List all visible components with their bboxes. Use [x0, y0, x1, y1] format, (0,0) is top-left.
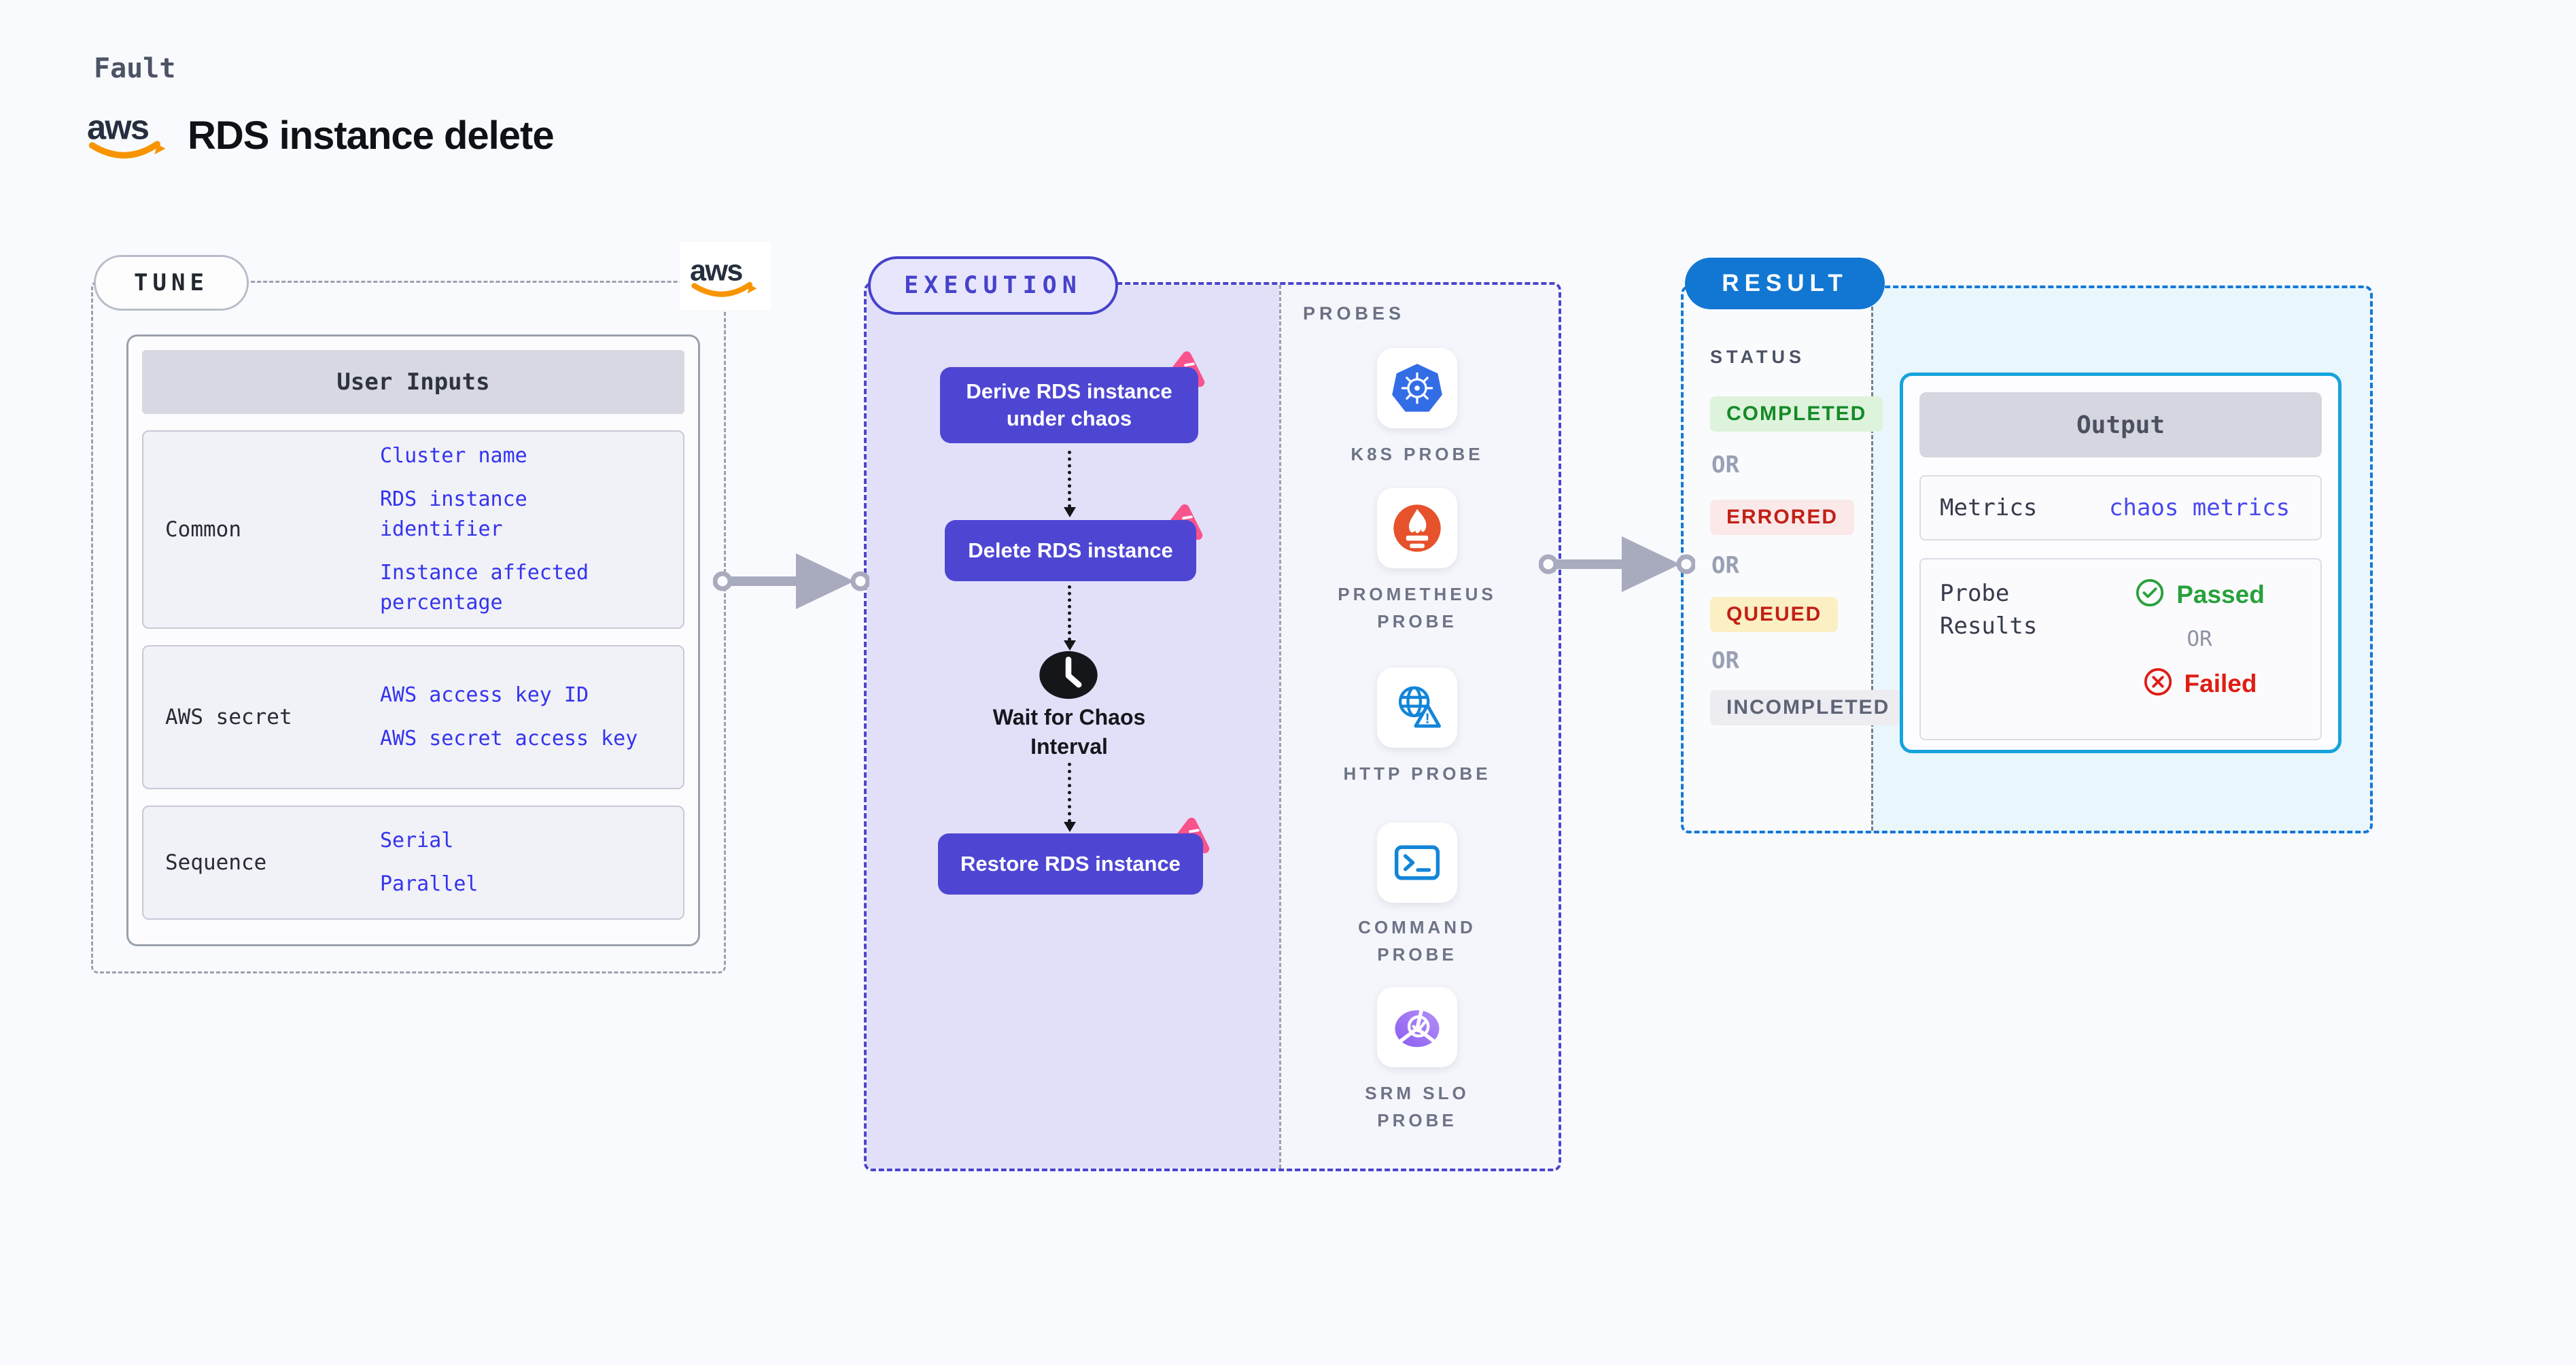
passed-label: Passed [2176, 580, 2265, 608]
output-table: Output Metrics chaos metrics Probe Resul… [1900, 373, 2342, 753]
metrics-row: Metrics chaos metrics [1919, 475, 2322, 540]
aws-logo-small-icon: aws [680, 242, 771, 310]
step-restore-rds-instance: Restore RDS instance [938, 817, 1210, 895]
probe-results-row: Probe Results Passed OR [1919, 558, 2322, 740]
row-items: Cluster name RDS instance identifier Ins… [380, 441, 640, 618]
metrics-value: chaos metrics [2108, 494, 2291, 521]
table-row-aws-secret: AWS secret AWS access key ID AWS secret … [142, 645, 684, 789]
probes-title: PROBES [1303, 303, 1406, 324]
step-delete-rds-instance: Delete RDS instance [945, 504, 1203, 581]
input-item: AWS access key ID [380, 683, 589, 707]
flow-connector-icon [1064, 763, 1076, 832]
result-badge: RESULT [1685, 258, 1885, 309]
passed-check-icon [2134, 577, 2165, 612]
http-probe-icon: ! [1377, 668, 1457, 748]
row-label: AWS secret [165, 705, 292, 729]
aws-logo-icon: aws [87, 107, 170, 164]
execution-badge: EXECUTION [868, 256, 1118, 315]
flow-arrow-icon [1539, 536, 1695, 592]
execution-probes-divider [1279, 285, 1281, 1169]
input-item: AWS secret access key [380, 727, 638, 750]
clock-icon [1037, 650, 1100, 704]
probe-label: K8S PROBE [1351, 444, 1484, 464]
status-title: STATUS [1710, 347, 1805, 367]
row-label: Sequence [165, 850, 267, 875]
flow-arrow-icon [713, 553, 869, 609]
probe-label: SRM SLO PROBE [1365, 1083, 1469, 1130]
command-probe-icon [1377, 823, 1457, 903]
output-header: Output [1919, 392, 2322, 457]
input-item: RDS instance identifier [380, 487, 527, 541]
svg-text:aws: aws [690, 254, 742, 287]
page-title: RDS instance delete [188, 114, 555, 158]
step-label: Restore RDS instance [938, 833, 1203, 895]
row-label: Common [165, 517, 241, 542]
svg-text:aws: aws [87, 108, 149, 147]
status-badge-incompleted: INCOMPLETED [1710, 690, 1907, 725]
input-item: Cluster name [380, 444, 527, 468]
probe-label: PROMETHEUS PROBE [1338, 584, 1497, 632]
step-derive-rds-instance: Derive RDS instance under chaos [940, 351, 1205, 443]
row-items: Serial Parallel [380, 826, 640, 899]
status-output-divider [1871, 288, 1873, 831]
input-item: Serial [380, 829, 454, 852]
status-badge-queued: QUEUED [1710, 597, 1839, 632]
row-items: AWS access key ID AWS secret access key [380, 680, 640, 754]
status-column [1684, 288, 1871, 831]
title-row: aws RDS instance delete [87, 107, 555, 164]
failed-label: Failed [2184, 669, 2257, 697]
input-item: Instance affected percentage [380, 561, 589, 615]
flow-connector-icon [1064, 451, 1076, 517]
failed-line: Failed [2142, 666, 2257, 701]
step-label: Derive RDS instance under chaos [940, 367, 1198, 443]
probe-label: COMMAND PROBE [1358, 917, 1476, 965]
flow-connector-icon [1064, 585, 1076, 651]
tune-section-box [91, 281, 726, 973]
probe-results-label: Probe Results [1940, 580, 2038, 640]
svg-text:!: ! [1425, 710, 1430, 727]
metrics-label: Metrics [1940, 494, 2038, 521]
probe-results-values: Passed OR Failed [2098, 577, 2301, 739]
status-badge-completed: COMPLETED [1710, 396, 1883, 432]
fault-category-label: Fault [94, 53, 176, 84]
tune-badge: TUNE [94, 255, 249, 311]
k8s-probe-icon [1377, 348, 1457, 428]
probe-label: HTTP PROBE [1343, 763, 1491, 784]
failed-x-icon [2142, 666, 2174, 701]
or-separator: OR [2187, 627, 2212, 651]
or-separator: OR [1711, 451, 1739, 479]
input-item: Parallel [380, 872, 478, 896]
or-separator: OR [1711, 552, 1739, 579]
step-wait-for-chaos-interval: Wait for Chaos Interval [992, 705, 1146, 759]
user-inputs-table: User Inputs Common Cluster name RDS inst… [126, 334, 700, 946]
table-row-common: Common Cluster name RDS instance identif… [142, 430, 684, 629]
passed-line: Passed [2134, 577, 2265, 612]
prometheus-probe-icon [1377, 488, 1457, 568]
table-row-sequence: Sequence Serial Parallel [142, 806, 684, 920]
srm-slo-probe-icon [1377, 987, 1457, 1067]
status-badge-errored: ERRORED [1710, 500, 1855, 535]
or-separator: OR [1711, 647, 1739, 674]
step-label: Delete RDS instance [945, 520, 1196, 581]
user-inputs-header: User Inputs [142, 350, 684, 414]
